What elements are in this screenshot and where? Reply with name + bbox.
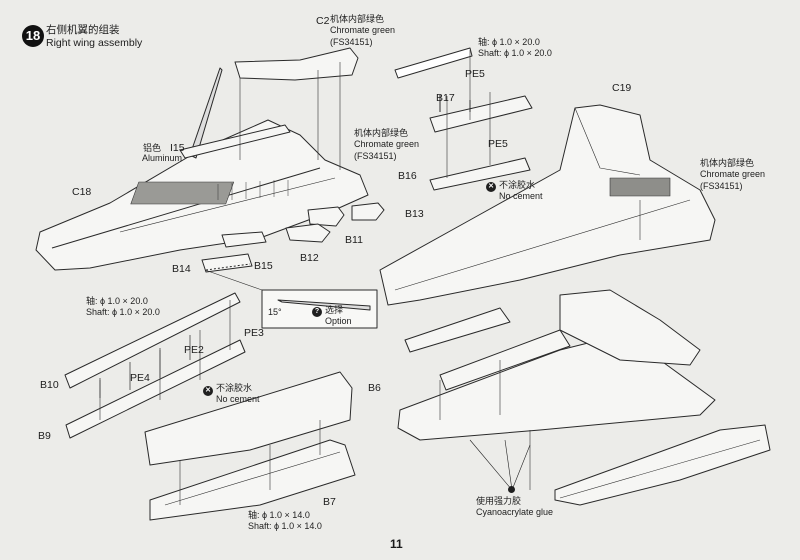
part-c19 — [379, 104, 716, 306]
part-b15 — [221, 231, 267, 248]
c19-color-en: Chromate green — [700, 169, 766, 180]
shaft-note-top: 轴: ϕ 1.0 × 20.0 Shaft: ϕ 1.0 × 20.0 — [478, 37, 552, 60]
part-b11 — [307, 206, 345, 227]
step-title-cn: 右侧机翼的组装 — [46, 24, 120, 36]
part-c2 — [234, 47, 359, 81]
glue-dot-icon — [508, 486, 515, 493]
part-label-b6: B6 — [368, 382, 381, 394]
part-label-b13: B13 — [405, 208, 424, 220]
part-label-pe3: PE3 — [244, 327, 264, 339]
chromate-green-area — [130, 181, 235, 205]
shaft-bottom-cn: 轴: ϕ 1.0 × 14.0 — [248, 510, 310, 520]
c2-color-note: 机体内部绿色 Chromate green (FS34151) — [330, 14, 395, 48]
glue-cn: 使用强力胶 — [476, 496, 522, 506]
part-label-b9: B9 — [38, 430, 51, 442]
i15-color-note: 铝色 — [143, 143, 161, 154]
part-b17 — [429, 95, 533, 133]
shaft-left-en: Shaft: ϕ 1.0 × 20.0 — [86, 307, 160, 318]
part-label-pe5-top: PE5 — [465, 68, 485, 80]
no-cement-icon: ✕ — [486, 182, 496, 192]
shaft-note-left: 轴: ϕ 1.0 × 20.0 Shaft: ϕ 1.0 × 20.0 — [86, 296, 160, 319]
part-label-i15: I15 — [170, 142, 185, 154]
c19-color-cn: 机体内部绿色 — [700, 158, 755, 168]
part-b7 — [149, 439, 356, 521]
no-cement-right-en: No cement — [499, 191, 543, 202]
part-b16 — [429, 157, 531, 191]
part-b13 — [351, 202, 385, 221]
c18-color-cn: 机体内部绿色 — [354, 128, 409, 138]
c18-color-note: 机体内部绿色 Chromate green (FS34151) — [354, 128, 419, 162]
question-icon: ? — [312, 307, 322, 317]
option-note: 选择 Option — [325, 305, 352, 328]
shaft-top-en: Shaft: ϕ 1.0 × 20.0 — [478, 48, 552, 59]
part-label-pe5-bottom: PE5 — [488, 138, 508, 150]
no-cement-left-en: No cement — [216, 394, 260, 405]
part-label-pe4: PE4 — [130, 372, 150, 384]
step-number-badge: 18 — [22, 25, 44, 47]
c18-color-en: Chromate green — [354, 139, 420, 150]
option-angle: 15° — [268, 307, 282, 317]
glue-en: Cyanoacrylate glue — [476, 507, 554, 518]
part-label-b17: B17 — [436, 92, 455, 104]
c18-color-fs: (FS34151) — [354, 150, 397, 161]
c19-color-note: 机体内部绿色 Chromate green (FS34151) — [700, 158, 765, 192]
c2-color-en: Chromate green — [330, 25, 396, 36]
i15-color-en: Aluminum — [142, 153, 183, 163]
part-label-b11: B11 — [345, 234, 363, 246]
part-label-b15: B15 — [254, 260, 273, 272]
part-label-b10: B10 — [40, 379, 59, 391]
i15-color-cn: 铝色 — [143, 143, 162, 153]
page-number: 11 — [390, 537, 403, 551]
part-label-c2: C2 — [316, 15, 330, 27]
shaft-top-cn: 轴: ϕ 1.0 × 20.0 — [478, 37, 540, 47]
option-en: Option — [325, 316, 352, 327]
part-label-c18: C18 — [72, 186, 92, 198]
part-label-c19: C19 — [612, 82, 632, 94]
part-i15 — [179, 124, 291, 159]
shaft-bottom-en: Shaft: ϕ 1.0 × 14.0 — [248, 521, 322, 532]
part-label-b12: B12 — [300, 252, 319, 264]
c19-color-fs: (FS34151) — [700, 180, 743, 191]
step-title-en: Right wing assembly — [46, 37, 143, 49]
no-cement-left-cn: 不涂胶水 — [216, 383, 253, 393]
part-b6 — [144, 371, 353, 466]
no-cement-note-left: 不涂胶水 No cement — [216, 383, 260, 406]
part-label-b16: B16 — [398, 170, 417, 182]
no-cement-icon-left: ✕ — [203, 386, 213, 396]
part-b12 — [285, 223, 331, 243]
option-cn: 选择 — [325, 305, 344, 315]
part-b10 — [64, 292, 241, 389]
c2-color-cn: 机体内部绿色 — [330, 14, 385, 24]
glue-note: 使用强力胶 Cyanoacrylate glue — [476, 496, 553, 519]
part-label-b14: B14 — [172, 263, 191, 275]
no-cement-right-cn: 不涂胶水 — [499, 180, 536, 190]
part-b14 — [201, 253, 253, 273]
part-label-b7: B7 — [323, 496, 336, 508]
shaft-note-bottom: 轴: ϕ 1.0 × 14.0 Shaft: ϕ 1.0 × 14.0 — [248, 510, 322, 533]
no-cement-note-right: 不涂胶水 No cement — [499, 180, 543, 203]
c2-color-fs: (FS34151) — [330, 36, 373, 47]
part-label-pe2: PE2 — [184, 344, 204, 356]
shaft-left-cn: 轴: ϕ 1.0 × 20.0 — [86, 296, 148, 306]
